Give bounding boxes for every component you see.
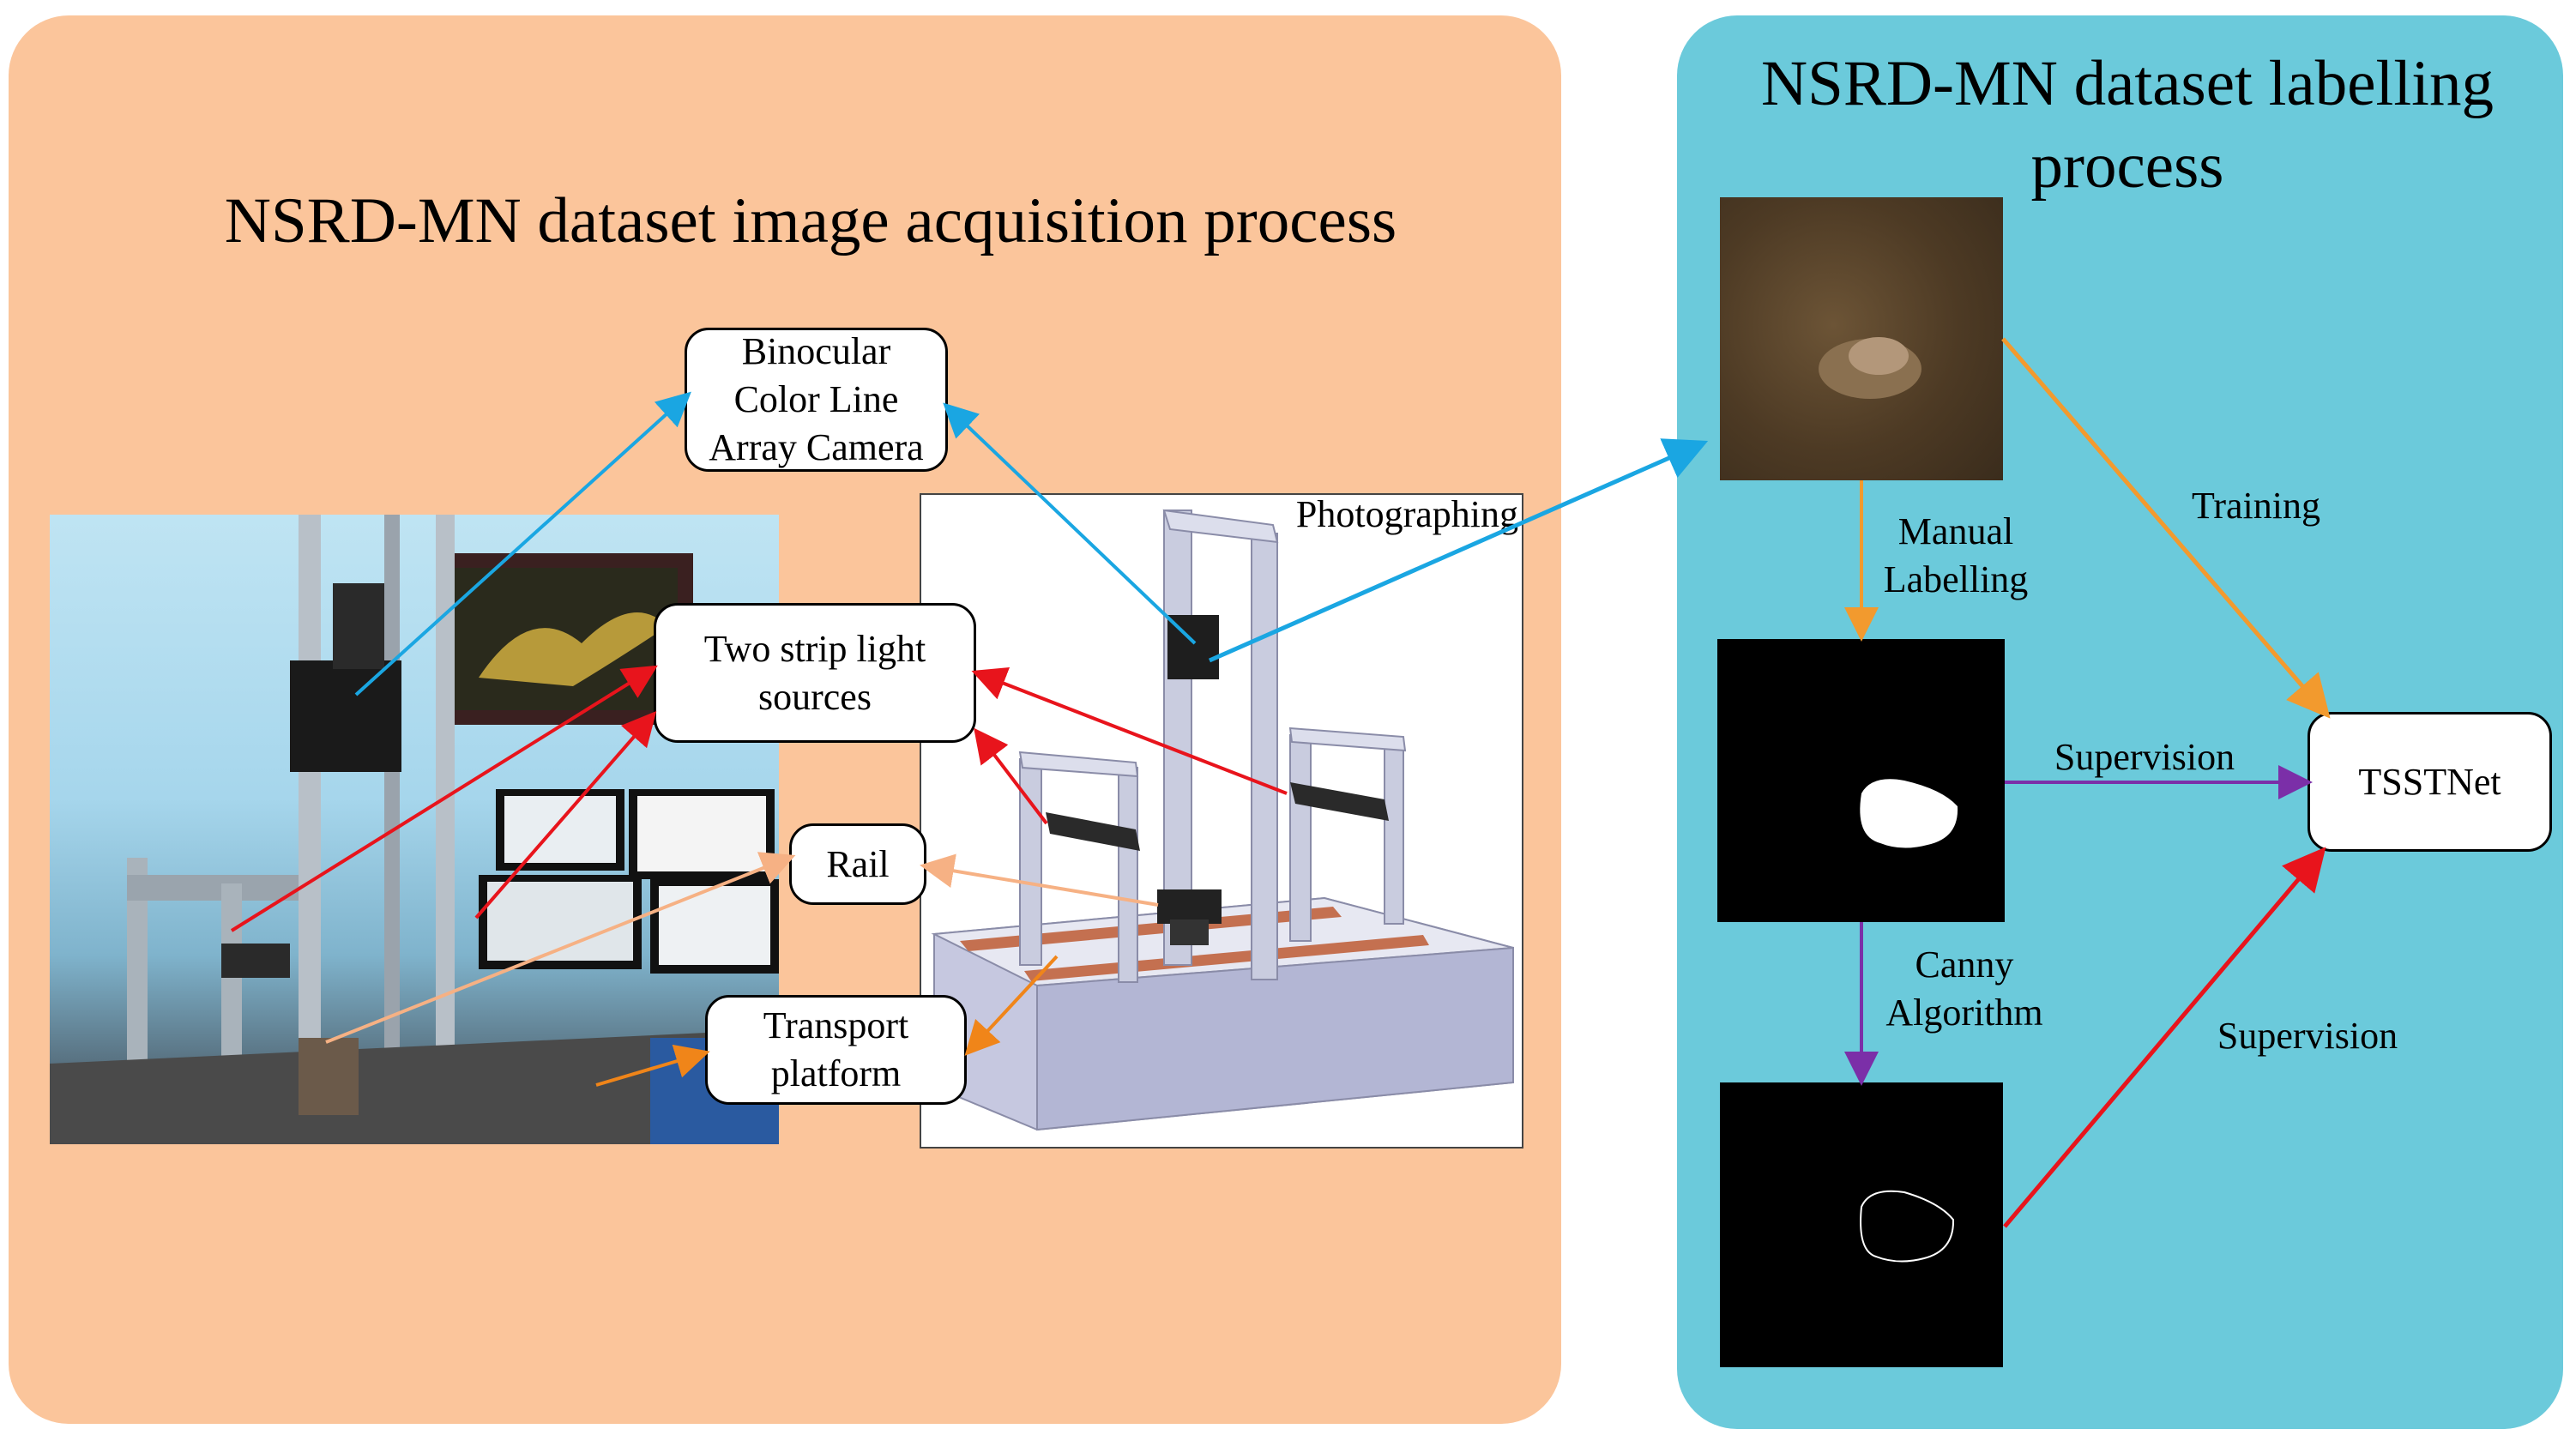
labelling-title: NSRD-MN dataset labelling process — [1760, 48, 2495, 202]
arrow-rail-cad — [920, 853, 1159, 907]
arrow-light-cad-left — [974, 727, 1048, 825]
transport-platform-box: Transport platform — [705, 995, 967, 1105]
arrow-light-center-photo — [474, 710, 657, 919]
rail-box: Rail — [789, 823, 926, 905]
photographing-label: Photographing — [1295, 493, 1518, 535]
edge-image — [1720, 1082, 2003, 1367]
supervision-top-label: Supervision — [2054, 736, 2235, 778]
manual-labelling-label: Manual Labelling — [1883, 510, 2029, 600]
acquisition-title: NSRD-MN dataset image acquisition proces… — [224, 185, 1397, 256]
rail-defect-drawing — [1819, 337, 1921, 399]
camera-box: Binocular Color Line Array Camera — [685, 328, 948, 472]
arrow-supervision-edge — [2003, 847, 2326, 1228]
tsstnet-box: TSSTNet — [2308, 712, 2552, 852]
rail-surface-image — [1720, 197, 2003, 480]
cad-model — [920, 493, 1523, 1149]
cad-model-drawing — [931, 509, 1514, 1131]
arrow-light-cad-right — [971, 666, 1288, 795]
mask-blob — [1860, 779, 1958, 848]
arrow-training — [2001, 337, 2331, 719]
arrow-rail-photo — [325, 852, 796, 1044]
training-label: Training — [2192, 485, 2320, 527]
edge-contour — [1860, 1190, 1955, 1263]
arrow-transport-photo — [595, 1044, 710, 1087]
light-sources-box: Two strip light sources — [654, 603, 976, 743]
arrow-cad-camera-to-camera-box — [943, 402, 1197, 645]
mask-image — [1717, 639, 2005, 922]
arrow-transport-cad — [964, 955, 1059, 1056]
arrow-photo-camera-to-camera-box — [354, 391, 691, 696]
supervision-bottom-label: Supervision — [2217, 1015, 2398, 1057]
canny-algorithm-label: Canny Algorithm — [1885, 944, 2043, 1034]
arrow-light-left-photo — [230, 665, 658, 932]
arrow-camera-to-rail-image — [1208, 438, 1709, 663]
